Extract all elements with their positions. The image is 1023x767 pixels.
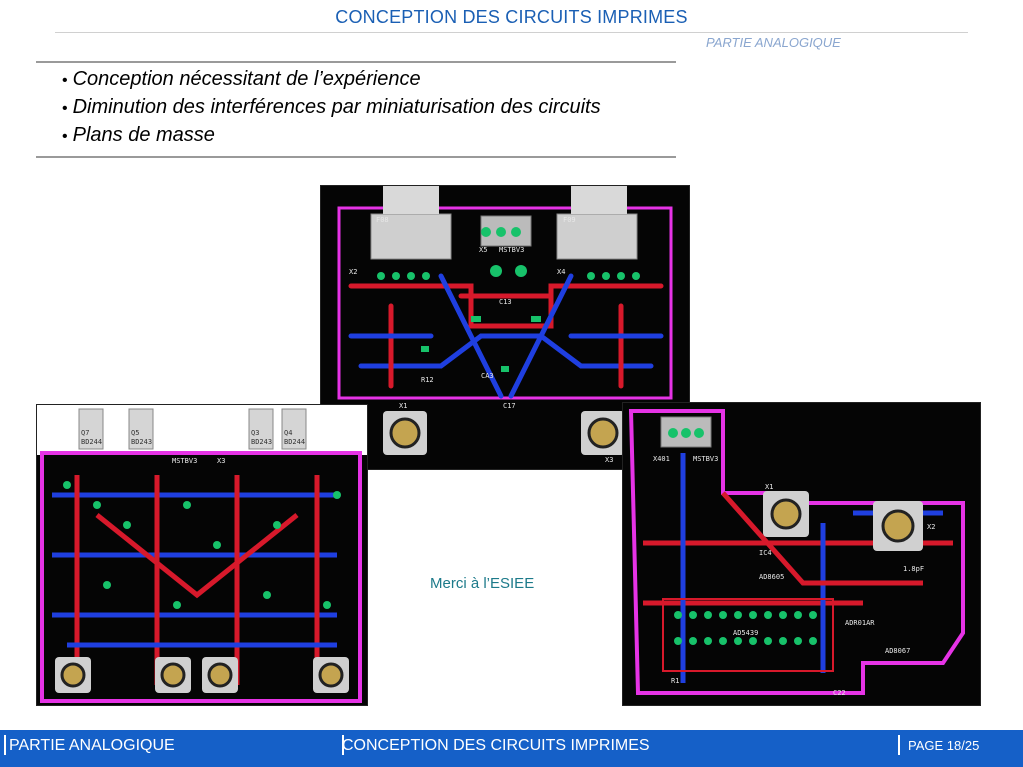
pcb-label: MSTBV3 (172, 457, 197, 465)
pcb-label: X5 (479, 246, 487, 254)
pcb-label: R1 (671, 677, 679, 685)
pcb-label: Q3 (251, 429, 259, 437)
pcb-label: 1.8pF (903, 565, 924, 573)
pcb-label: X4 (557, 268, 565, 276)
pcb-label: C17 (503, 402, 516, 410)
title-divider (55, 32, 968, 33)
footer-title: CONCEPTION DES CIRCUITS IMPRIMES (342, 737, 650, 754)
pcb-label: C13 (499, 298, 512, 306)
footer-separator (4, 735, 6, 755)
pcb-label: CA3 (481, 372, 494, 380)
pcb-label: MSTBV3 (499, 246, 524, 254)
bullet-list: •Conception nécessitant de l’expérience … (62, 66, 601, 150)
pcb-label: AD8605 (759, 573, 784, 581)
footer-separator (898, 735, 900, 755)
pcb-label: F09 (563, 216, 576, 224)
footer-separator (342, 735, 344, 755)
pcb-label: X1 (765, 483, 773, 491)
page-number: PAGE 18/25 (908, 738, 980, 753)
pcb-label: X2 (927, 523, 935, 531)
pcb-label: R12 (421, 376, 434, 384)
pcb-label: ADR01AR (845, 619, 875, 627)
pcb-main-image: F08 F09 X5 MSTBV3 X2 X4 X1 X3 C13 C17 R1… (320, 185, 690, 470)
pcb-label: X1 (399, 402, 407, 410)
bullets-top-rule (36, 61, 676, 63)
bullet-item: •Conception nécessitant de l’expérience (62, 66, 601, 94)
pcb-label: BD243 (251, 438, 272, 446)
bullet-text: Conception nécessitant de l’expérience (72, 68, 421, 90)
slide-title: CONCEPTION DES CIRCUITS IMPRIMES (335, 7, 688, 27)
bullets-bottom-rule (36, 156, 676, 158)
bullet-item: •Diminution des interférences par miniat… (62, 94, 601, 122)
pcb-label: F08 (376, 216, 389, 224)
bullet-icon: • (62, 128, 68, 145)
bullet-text: Diminution des interférences par miniatu… (72, 96, 601, 118)
pcb-label: X3 (605, 456, 613, 464)
bullet-item: •Plans de masse (62, 122, 601, 150)
pcb-label: AD8067 (885, 647, 910, 655)
section-subtitle: PARTIE ANALOGIQUE (706, 35, 841, 50)
pcb-left-image: Q7 BD244 Q5 BD243 Q3 BD243 Q4 BD244 MSTB… (36, 404, 368, 706)
pcb-label: X401 (653, 455, 670, 463)
footer-section: PARTIE ANALOGIQUE (9, 737, 175, 754)
pcb-label: MSTBV3 (693, 455, 718, 463)
pcb-label: BD244 (284, 438, 305, 446)
pcb-label: AD5439 (733, 629, 758, 637)
credit-text: Merci à l’ESIEE (430, 575, 535, 592)
pcb-label: BD244 (81, 438, 102, 446)
pcb-label: X2 (349, 268, 357, 276)
bullet-text: Plans de masse (72, 124, 215, 146)
pcb-label: Q4 (284, 429, 292, 437)
bullet-icon: • (62, 72, 68, 89)
pcb-right-image: X401 MSTBV3 X1 X2 IC4 AD8605 1.8pF AD543… (622, 402, 981, 706)
pcb-label: X3 (217, 457, 225, 465)
pcb-label: BD243 (131, 438, 152, 446)
pcb-label: IC4 (759, 549, 772, 557)
pcb-label: C22 (833, 689, 846, 697)
pcb-label: Q7 (81, 429, 89, 437)
bullet-icon: • (62, 100, 68, 117)
pcb-label: Q5 (131, 429, 139, 437)
footer-bar: PARTIE ANALOGIQUE CONCEPTION DES CIRCUIT… (0, 730, 1023, 767)
